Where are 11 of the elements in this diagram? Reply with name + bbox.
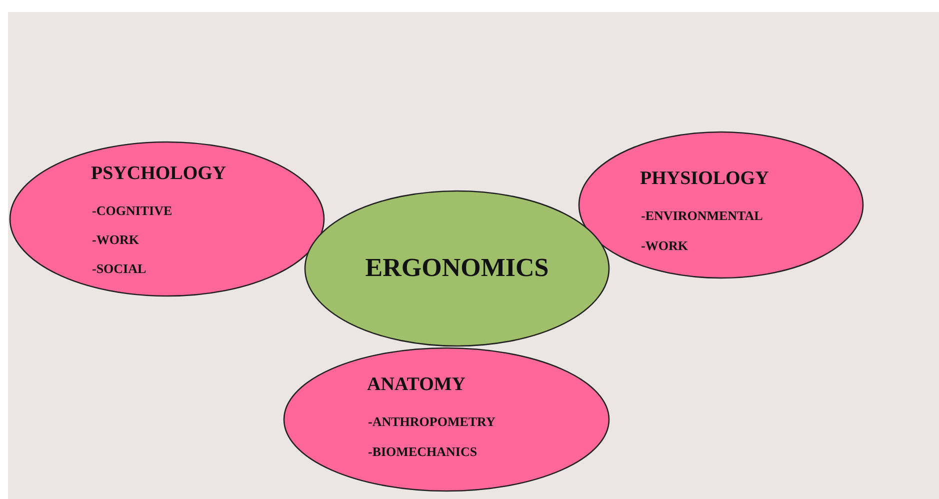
topic-heading: PHYSIOLOGY xyxy=(640,168,769,190)
subtopic-item: -ENVIRONMENTAL xyxy=(641,208,763,224)
topic-heading: ANATOMY xyxy=(367,374,466,396)
subtopic-item: -ANTHROPOMETRY xyxy=(368,414,496,430)
subtopic-item: -BIOMECHANICS xyxy=(368,444,478,460)
subtopic-item: -COGNITIVE xyxy=(92,203,172,219)
subtopic-item: -SOCIAL xyxy=(92,261,146,277)
subtopic-item: -WORK xyxy=(92,232,139,248)
topic-heading: PSYCHOLOGY xyxy=(91,163,226,185)
central-topic-label: ERGONOMICS xyxy=(364,252,550,283)
subtopic-item: -WORK xyxy=(641,238,688,254)
